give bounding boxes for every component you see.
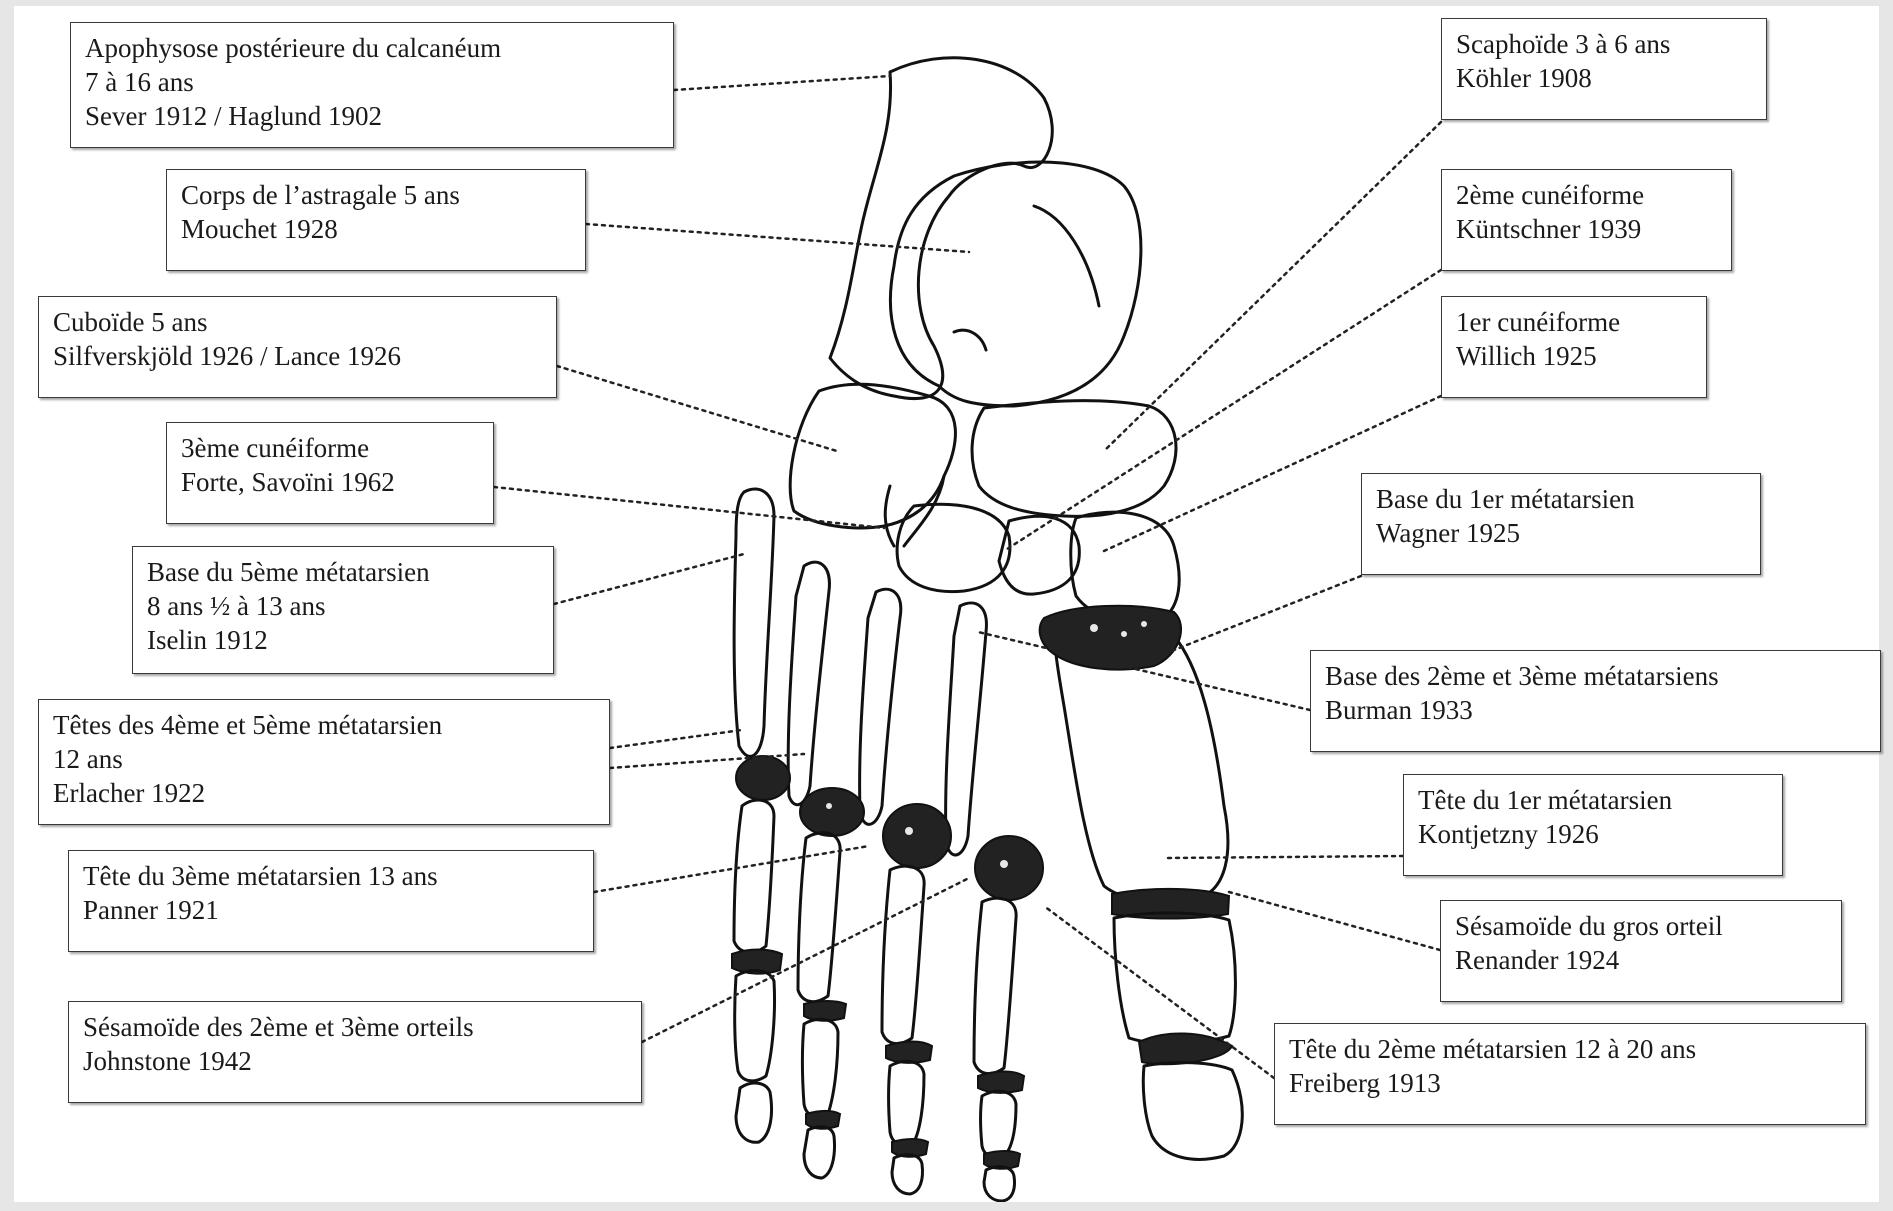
label-line: Erlacher 1922 [53, 776, 597, 810]
label-line: Scaphoïde 3 à 6 ans [1456, 27, 1754, 61]
label-line: 3ème cunéiforme [181, 431, 481, 465]
second-cuneiform-bone [999, 516, 1079, 594]
fifth-toe-proximal-phalanx [734, 800, 774, 952]
label-line: Panner 1921 [83, 893, 581, 927]
label-line: Base du 1er métatarsien [1376, 482, 1748, 516]
label-line: Cuboïde 5 ans [53, 305, 544, 339]
label-line: Renander 1924 [1455, 943, 1829, 977]
third-toe-distal-phalanx [892, 1155, 923, 1194]
fifth-toe-middle-phalanx [735, 971, 775, 1081]
label-tete-2eme-metatarsien: Tête du 2ème métatarsien 12 à 20 ans Fre… [1274, 1023, 1866, 1125]
label-line: Wagner 1925 [1376, 516, 1748, 550]
label-line: Willich 1925 [1456, 339, 1694, 373]
label-line: Tête du 2ème métatarsien 12 à 20 ans [1289, 1032, 1853, 1066]
label-apophysose-calcaneum: Apophysose postérieure du calcanéum 7 à … [70, 22, 674, 148]
calcaneus-bone [830, 58, 1052, 399]
diagram-canvas: Apophysose postérieure du calcanéum 7 à … [14, 6, 1879, 1202]
label-3eme-cuneiforme: 3ème cunéiforme Forte, Savoïni 1962 [166, 422, 494, 524]
label-line: Kontjetzny 1926 [1418, 817, 1770, 851]
label-line: 2ème cunéiforme [1456, 178, 1719, 212]
label-line: Têtes des 4ème et 5ème métatarsien [53, 708, 597, 742]
label-line: 12 ans [53, 742, 597, 776]
label-line: Corps de l’astragale 5 ans [181, 178, 573, 212]
label-scaphoide: Scaphoïde 3 à 6 ans Köhler 1908 [1441, 18, 1767, 120]
label-line: Iselin 1912 [147, 623, 541, 657]
label-line: Sésamoïde des 2ème et 3ème orteils [83, 1010, 629, 1044]
label-corps-astragale: Corps de l’astragale 5 ans Mouchet 1928 [166, 169, 586, 271]
lesion-base-first-metatarsal [1040, 606, 1181, 670]
big-toe-proximal-phalanx [1114, 913, 1235, 1044]
label-line: Burman 1933 [1325, 693, 1868, 727]
lesion-head-third-metatarsal [883, 804, 951, 868]
label-line: Sésamoïde du gros orteil [1455, 909, 1829, 943]
label-tete-1er-metatarsien: Tête du 1er métatarsien Kontjetzny 1926 [1403, 774, 1783, 876]
label-line: Köhler 1908 [1456, 61, 1754, 95]
tarsal-joint-lines [885, 476, 944, 546]
label-sesamoide-2eme-3eme-orteils: Sésamoïde des 2ème et 3ème orteils Johns… [68, 1001, 642, 1103]
leader-lines [494, 76, 1441, 1078]
label-line: Silfverskjöld 1926 / Lance 1926 [53, 339, 544, 373]
label-line: Johnstone 1942 [83, 1044, 629, 1078]
navicular-bone [972, 401, 1176, 517]
label-line: Mouchet 1928 [181, 212, 573, 246]
label-line: 1er cunéiforme [1456, 305, 1694, 339]
label-sesamoide-gros-orteil: Sésamoïde du gros orteil Renander 1924 [1440, 900, 1842, 1002]
label-line: Küntschner 1939 [1456, 212, 1719, 246]
label-base-2eme-3eme-metatarsiens: Base des 2ème et 3ème métatarsiens Burma… [1310, 650, 1881, 752]
big-toe-distal-phalanx [1143, 1063, 1242, 1160]
label-line: 7 à 16 ans [85, 65, 661, 99]
fourth-metatarsal-bone [788, 562, 829, 805]
second-metatarsal-bone [946, 603, 987, 855]
talus-ridge [1034, 206, 1099, 306]
fourth-toe-proximal-phalanx [798, 833, 840, 1002]
label-tete-3eme-metatarsien: Tête du 3ème métatarsien 13 ans Panner 1… [68, 850, 594, 952]
cuboid-bone [790, 384, 955, 528]
talus-bone [890, 162, 1140, 406]
label-tetes-4eme-5eme-metatarsien: Têtes des 4ème et 5ème métatarsien 12 an… [38, 699, 610, 825]
label-line: Tête du 3ème métatarsien 13 ans [83, 859, 581, 893]
label-line: Tête du 1er métatarsien [1418, 783, 1770, 817]
label-line: 8 ans ½ à 13 ans [147, 589, 541, 623]
label-2eme-cuneiforme: 2ème cunéiforme Küntschner 1939 [1441, 169, 1732, 271]
third-toe-proximal-phalanx [882, 866, 924, 1044]
lesion-head-fourth-metatarsal [800, 788, 864, 836]
label-line: Sever 1912 / Haglund 1902 [85, 99, 661, 133]
lesion-head-second-metatarsal [975, 836, 1043, 900]
label-line: Apophysose postérieure du calcanéum [85, 31, 661, 65]
fifth-metatarsal-bone [734, 489, 774, 756]
second-toe-proximal-phalanx [974, 898, 1016, 1074]
label-1er-cuneiforme: 1er cunéiforme Willich 1925 [1441, 296, 1707, 398]
label-line: Forte, Savoïni 1962 [181, 465, 481, 499]
talus-notch [954, 330, 986, 350]
fourth-toe-distal-phalanx [804, 1127, 835, 1178]
third-metatarsal-bone [860, 589, 901, 824]
label-base-1er-metatarsien: Base du 1er métatarsien Wagner 1925 [1361, 473, 1761, 575]
label-line: Base du 5ème métatarsien [147, 555, 541, 589]
label-line: Freiberg 1913 [1289, 1066, 1853, 1100]
fifth-toe-distal-phalanx [736, 1083, 772, 1142]
lesion-head-fifth-metatarsal [736, 756, 790, 800]
label-base-5eme-metatarsien: Base du 5ème métatarsien 8 ans ½ à 13 an… [132, 546, 554, 674]
label-cuboide: Cuboïde 5 ans Silfverskjöld 1926 / Lance… [38, 296, 557, 398]
third-cuneiform-bone [897, 504, 1010, 591]
third-toe-middle-phalanx [889, 1061, 925, 1144]
second-toe-middle-phalanx [981, 1091, 1017, 1156]
label-line: Base des 2ème et 3ème métatarsiens [1325, 659, 1868, 693]
second-toe-distal-phalanx [984, 1167, 1015, 1201]
fourth-toe-middle-phalanx [803, 1019, 839, 1116]
